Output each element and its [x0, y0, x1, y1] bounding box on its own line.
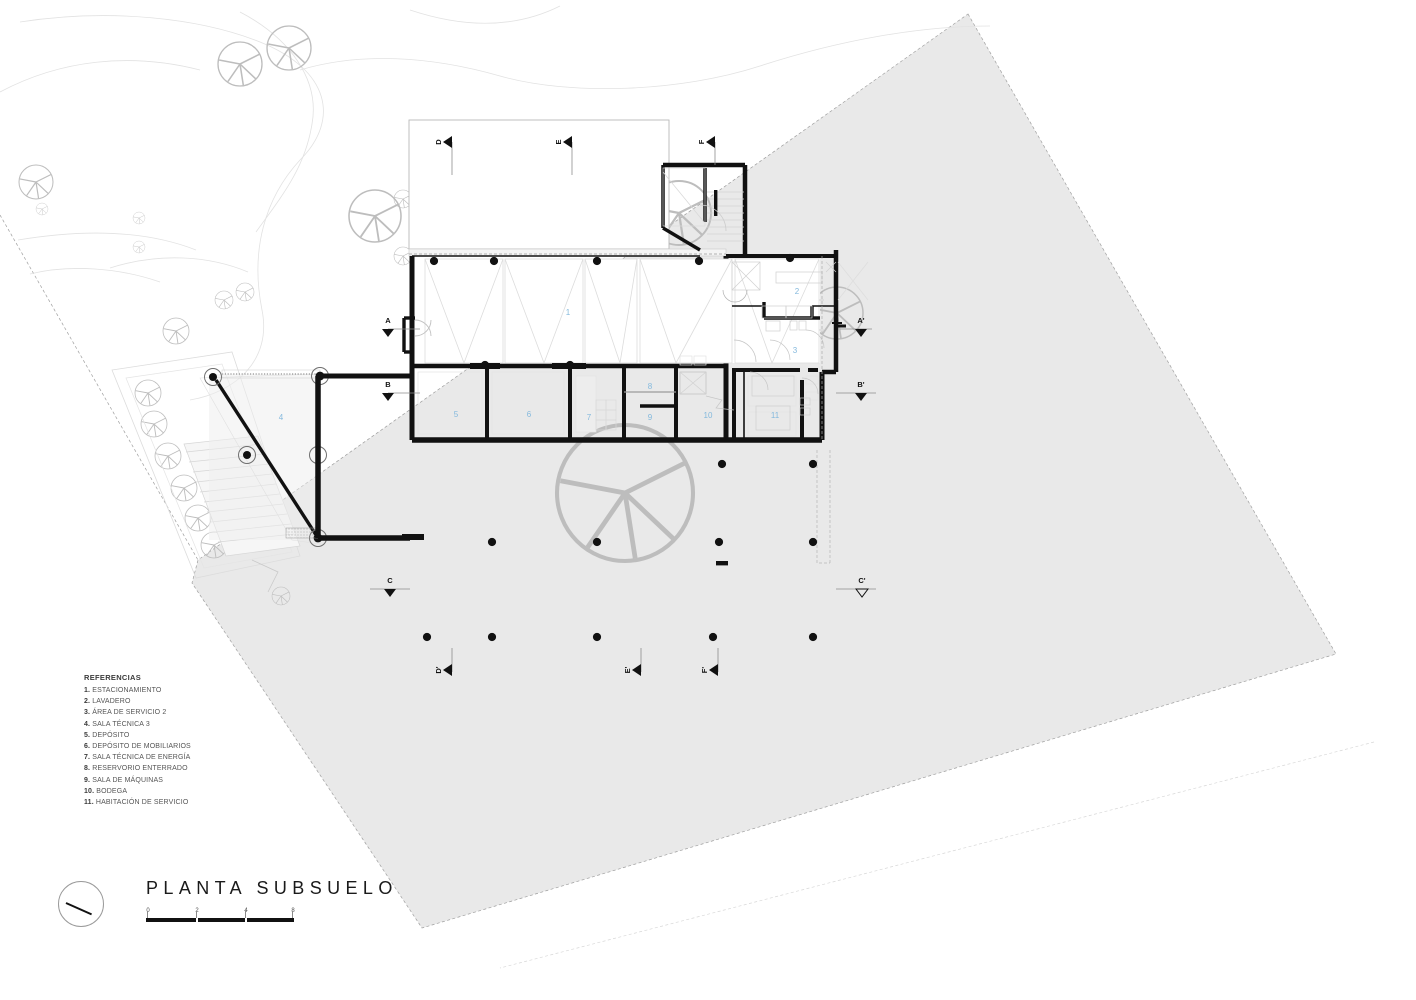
legend-item-number: 9.: [84, 776, 91, 784]
title-block: PLANTA SUBSUELO 0 2 4 8: [58, 878, 398, 927]
legend-item-number: 7.: [84, 754, 91, 762]
north-arrow-icon: [58, 881, 104, 927]
legend-item-number: 6.: [84, 743, 91, 751]
section-marker-E-prime: E': [623, 648, 642, 676]
scale-tick-labels: 0 2 4 8: [146, 908, 294, 917]
service-fixtures: [722, 261, 869, 431]
legend-item-label: DEPÓSITO: [92, 731, 130, 739]
legend-item-label: SALA DE MÁQUINAS: [92, 776, 164, 784]
scale-tick: 8: [291, 908, 295, 914]
right-dashed-edge: [816, 256, 831, 564]
section-marker-D-prime: D': [434, 648, 453, 676]
legend-item: 9. SALA DE MÁQUINAS: [84, 775, 314, 786]
legend-item-number: 3.: [84, 709, 91, 717]
room-label-2: 2: [795, 287, 800, 296]
upper-slab-outline: [408, 119, 727, 257]
room-label-6: 6: [527, 410, 532, 419]
legend-item-number: 11.: [84, 799, 94, 807]
legend-item: 1. ESTACIONAMIENTO: [84, 685, 314, 696]
legend-item-number: 2.: [84, 698, 91, 706]
page-title: PLANTA SUBSUELO: [146, 878, 398, 898]
legend-list: 1. ESTACIONAMIENTO 2. LAVADERO 3. ÁREA D…: [84, 685, 314, 808]
legend-item-label: SALA TÉCNICA 3: [92, 720, 150, 728]
room-label-8: 8: [648, 382, 653, 391]
section-letter-C-prime: C': [858, 576, 865, 585]
legend-item-label: ESTACIONAMIENTO: [92, 687, 162, 694]
legend-item-number: 1.: [84, 687, 91, 694]
room-number-labels: 1 2 3 4 5 6 7 8 9 10 11: [279, 287, 800, 422]
stair-run: [662, 167, 744, 242]
legend-item-label: SALA TÉCNICA DE ENERGÍA: [92, 754, 191, 762]
scale-tick: 4: [244, 908, 248, 914]
section-marker-C-prime: C': [836, 576, 876, 598]
legend-item: 5. DEPÓSITO: [84, 730, 314, 741]
section-marker-E: E: [554, 136, 573, 175]
section-letter-A-prime: A': [857, 316, 864, 325]
right-block-columns: [785, 253, 795, 263]
scale-tick: 2: [195, 908, 199, 914]
legend-item-label: ÁREA DE SERVICIO 2: [92, 709, 167, 717]
legend-title: REFERENCIAS: [84, 673, 142, 682]
room-label-4: 4: [279, 413, 284, 422]
section-marker-F: F: [697, 136, 716, 165]
section-letter-C: C: [387, 576, 393, 585]
legend-item-number: 8.: [84, 765, 91, 773]
lower-room-fills: [417, 355, 819, 437]
legend-item: 7. SALA TÉCNICA DE ENERGÍA: [84, 752, 314, 763]
section-letter-B-prime: B': [857, 380, 864, 389]
legend-item: 3. ÁREA DE SERVICIO 2: [84, 707, 314, 718]
site-paving: [111, 351, 301, 579]
scale-bar-graphic: [146, 911, 294, 922]
parking-bays: [414, 256, 824, 365]
legend-item: 11. HABITACIÓN DE SERVICIO: [84, 797, 314, 808]
scale-tick: 0: [146, 908, 150, 914]
legend-item-number: 10.: [84, 787, 95, 795]
legend-referencias: REFERENCIAS 1. ESTACIONAMIENTO 2. LAVADE…: [84, 673, 314, 808]
section-letter-B: B: [385, 380, 391, 389]
section-letter-E-prime: E': [623, 666, 632, 673]
column-grid: [402, 459, 818, 642]
legend-item: 8. RESERVORIO ENTERRADO: [84, 763, 314, 774]
legend-item-label: BODEGA: [96, 787, 128, 795]
room-4-area: [199, 373, 321, 545]
room-label-9: 9: [648, 413, 653, 422]
legend-item: 2. LAVADERO: [84, 696, 314, 707]
section-letter-F: F: [697, 139, 706, 144]
legend-item-label: RESERVORIO ENTERRADO: [92, 765, 188, 773]
interior-columns: [480, 360, 575, 370]
room-label-1: 1: [566, 308, 571, 317]
legend-item: 10. BODEGA: [84, 786, 314, 797]
room-label-5: 5: [454, 410, 459, 419]
section-marker-D: D: [434, 136, 453, 175]
site-boundary: [0, 13, 1375, 969]
section-marker-A: A: [382, 316, 420, 337]
terrain-contours: [0, 5, 991, 401]
room-label-11: 11: [771, 411, 780, 420]
legend-item: 6. DEPÓSITO DE MOBILIARIOS: [84, 741, 314, 752]
legend-item-label: HABITACIÓN DE SERVICIO: [95, 799, 189, 807]
legend-item: 4. SALA TÉCNICA 3: [84, 719, 314, 730]
section-letter-E: E: [554, 139, 563, 144]
section-marker-B-prime: B': [836, 380, 876, 401]
legend-item-number: 5.: [84, 731, 91, 739]
section-letter-D-prime: D': [434, 666, 443, 673]
room-label-7: 7: [587, 413, 592, 422]
section-letter-D: D: [434, 139, 443, 145]
legend-item-label: DEPÓSITO DE MOBILIARIOS: [92, 743, 191, 751]
section-letter-F-prime: F': [700, 667, 709, 674]
room-label-10: 10: [704, 411, 713, 420]
section-marker-F-prime: F': [700, 648, 719, 676]
section-marker-C: C: [370, 576, 410, 597]
section-letter-A: A: [385, 316, 391, 325]
section-marker-B: B: [382, 380, 420, 401]
title-and-scale: PLANTA SUBSUELO 0 2 4 8: [146, 878, 398, 924]
legend-item-label: LAVADERO: [92, 698, 131, 706]
section-marker-A-prime: A': [840, 316, 872, 337]
room-label-3: 3: [793, 346, 798, 355]
legend-item-number: 4.: [84, 720, 91, 728]
scale-bar: 0 2 4 8: [146, 908, 295, 924]
